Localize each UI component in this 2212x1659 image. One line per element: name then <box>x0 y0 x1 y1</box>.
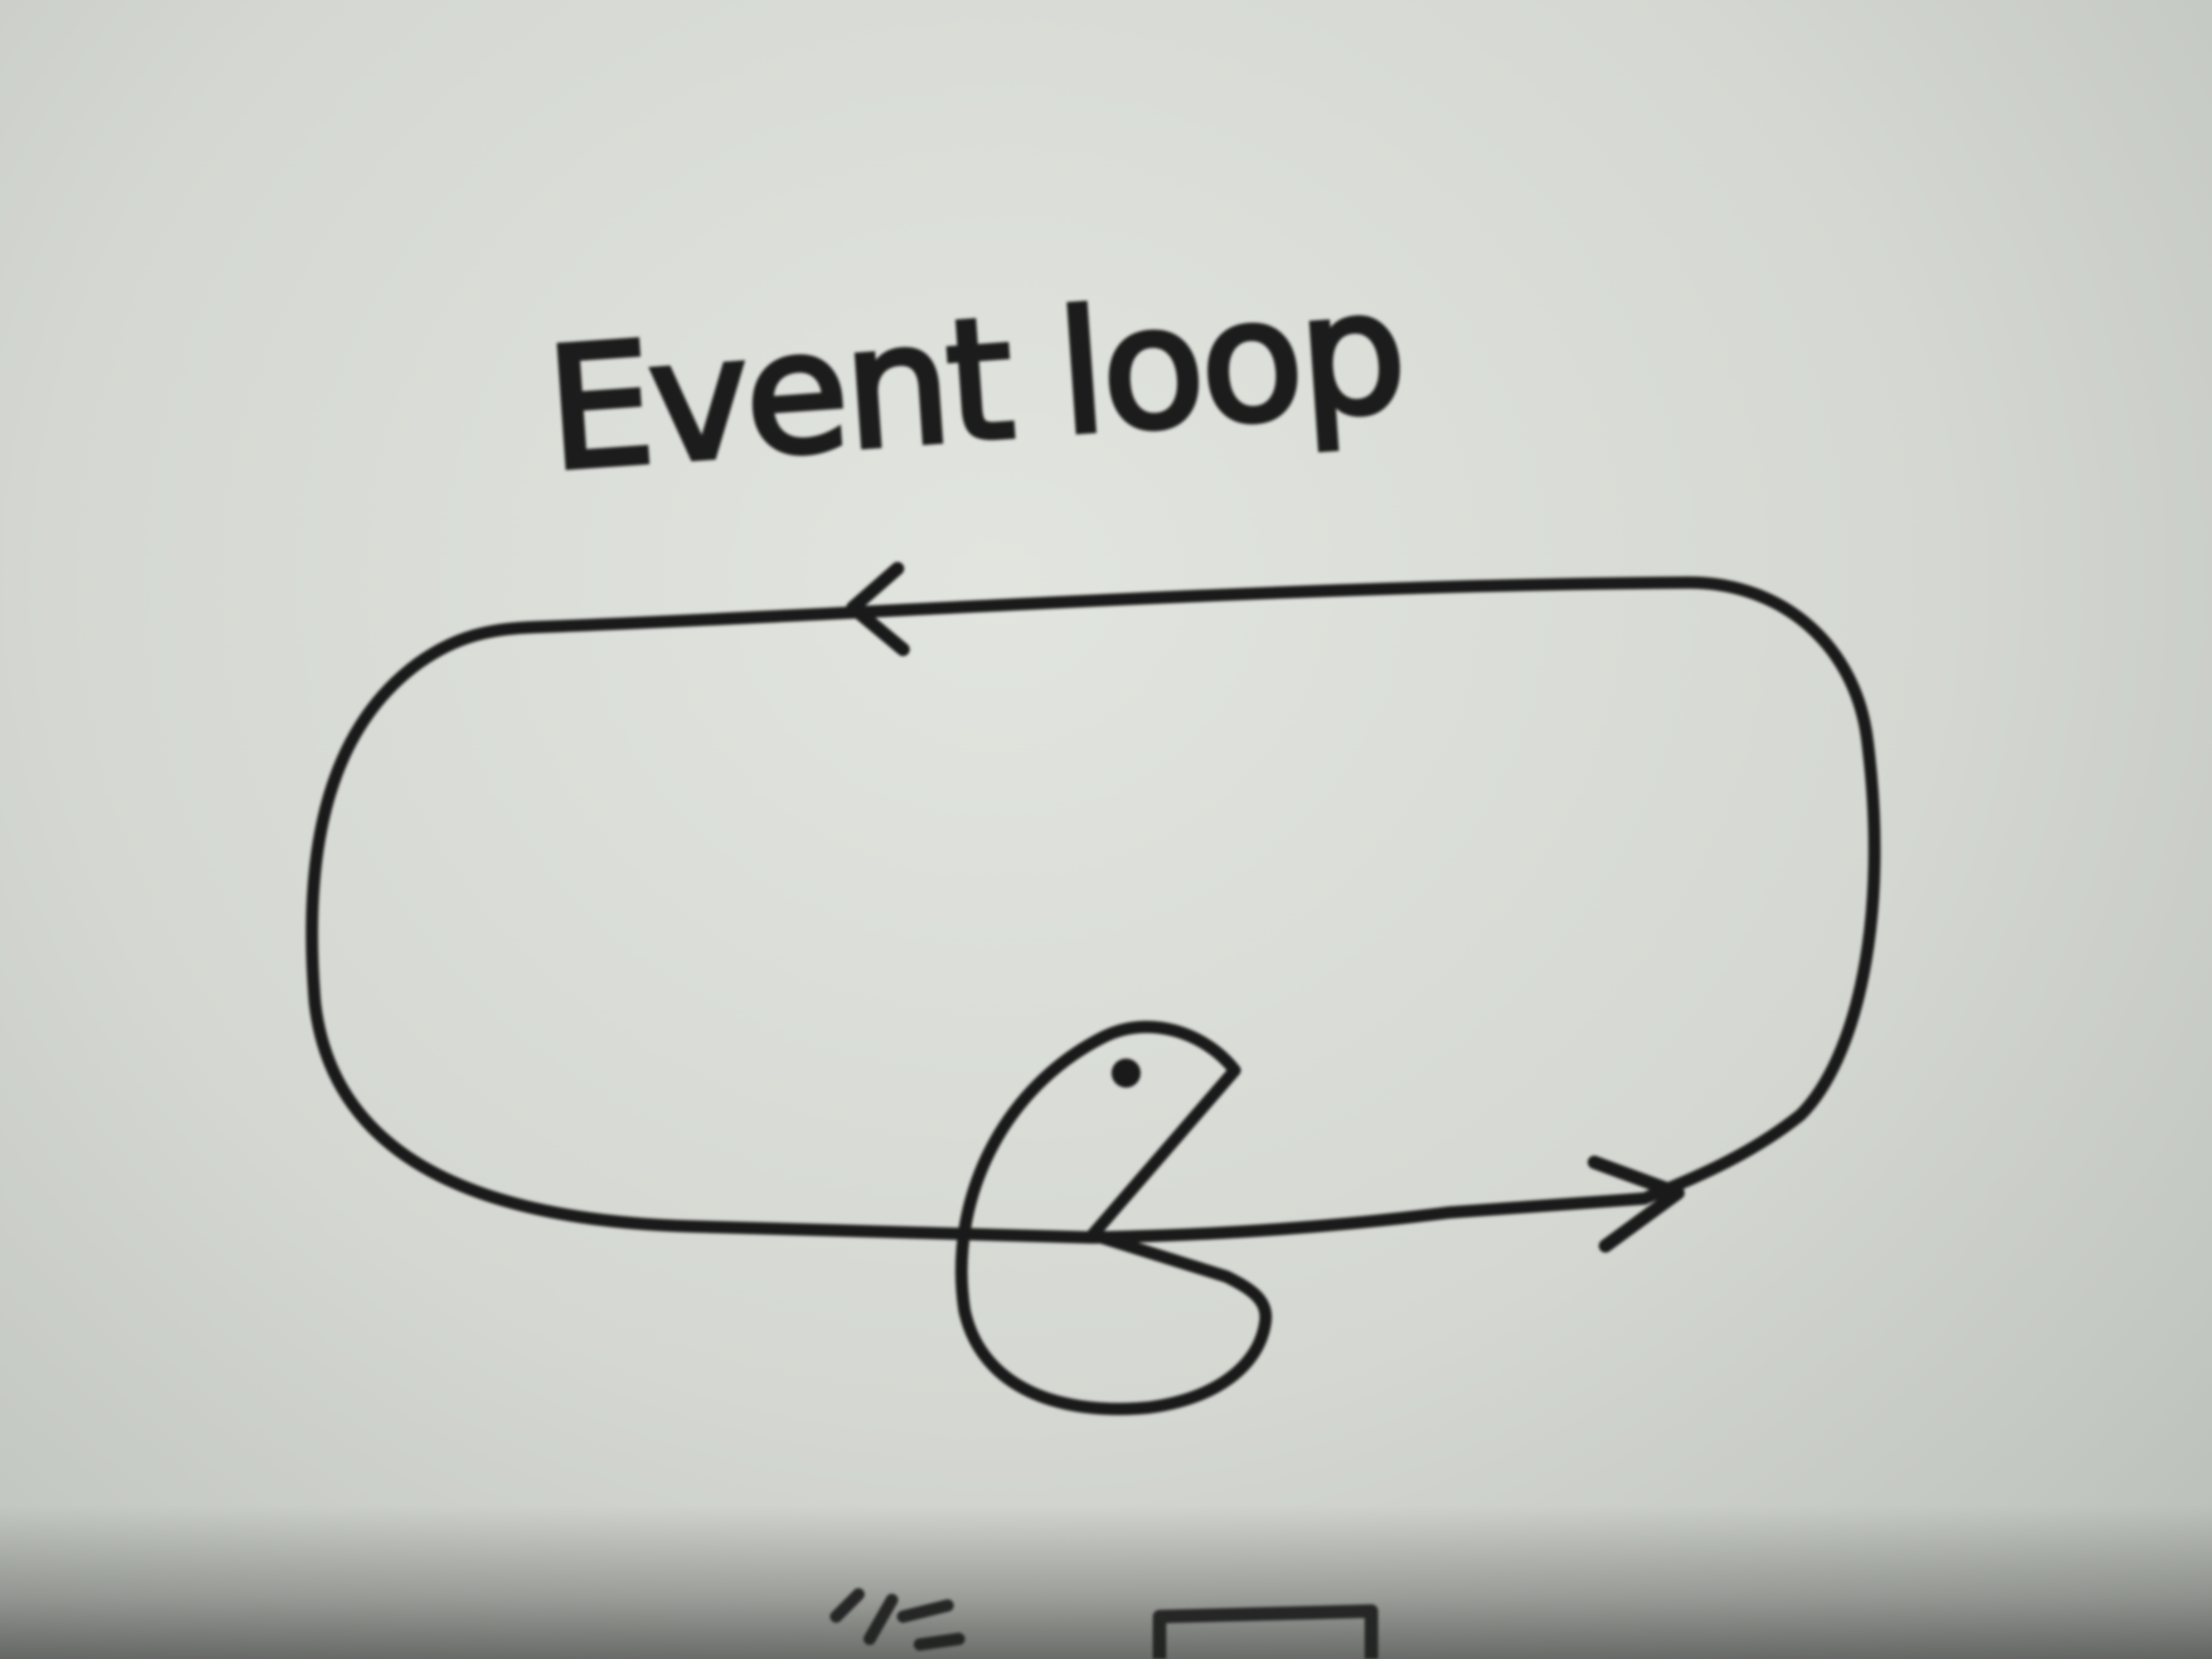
arrow-right-icon <box>1588 1156 1685 1253</box>
diagram-title: Event loop <box>541 254 1409 508</box>
paper-shadow <box>0 1505 2212 1659</box>
arrow-left-icon <box>846 562 910 656</box>
pacman-icon <box>955 1021 1272 1415</box>
pacman-eye <box>1112 1059 1141 1088</box>
loop-path <box>305 576 1881 1244</box>
